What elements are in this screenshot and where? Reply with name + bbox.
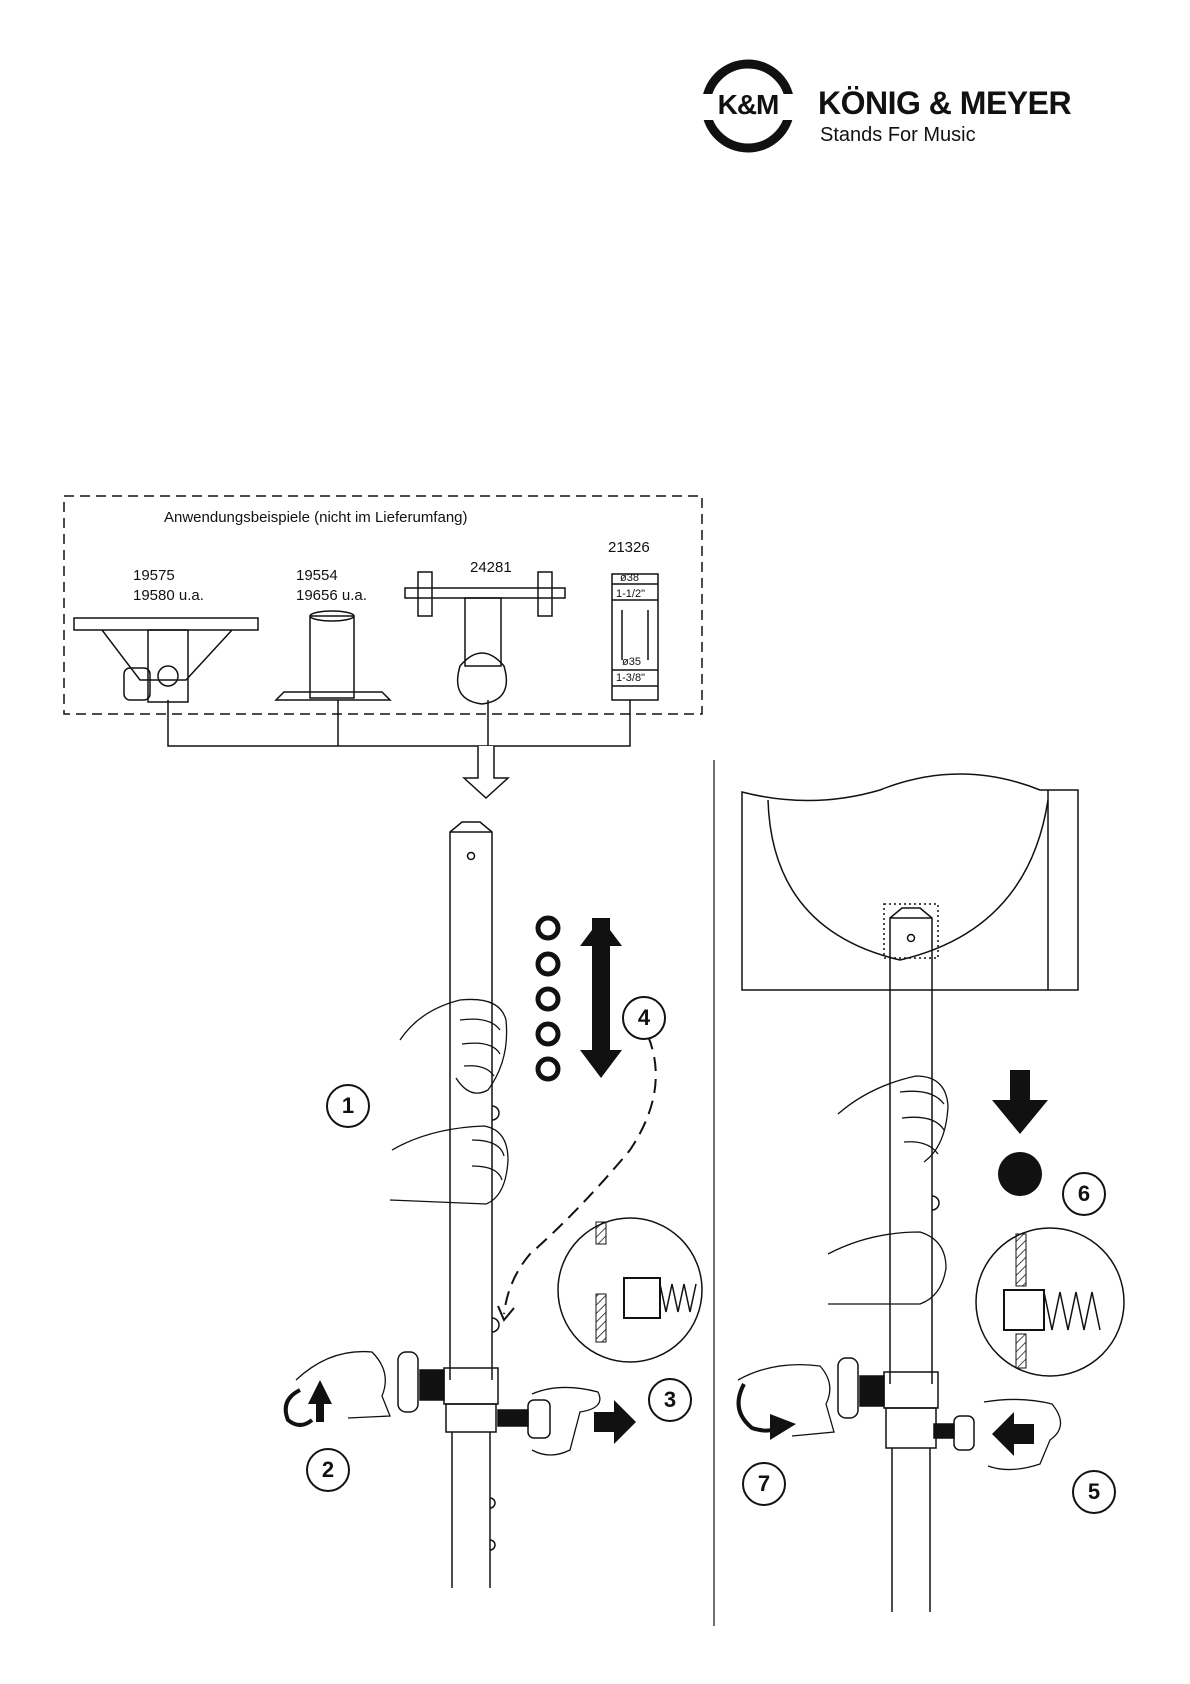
step-4-badge: 4 — [622, 996, 666, 1040]
hole-icon — [538, 918, 558, 1079]
dim-inch-35: 1-3/8" — [616, 668, 645, 688]
down-arrow-icon — [992, 1070, 1048, 1134]
hand-icon — [296, 999, 600, 1455]
example-tube-icon — [276, 611, 390, 700]
pull-arrow-icon — [594, 1400, 636, 1444]
example-3-number: 24281 — [470, 558, 512, 578]
step-3-badge: 3 — [648, 1378, 692, 1422]
hole-filled-icon — [998, 1152, 1042, 1196]
detail-magnifier-icon — [558, 1218, 702, 1362]
example-bracket-icon — [405, 572, 565, 704]
right-pole — [884, 904, 939, 1612]
step-1-badge: 1 — [326, 1084, 370, 1128]
step-2-badge: 2 — [306, 1448, 350, 1492]
step-5-badge: 5 — [1072, 1470, 1116, 1514]
example-1-note: 19580 u.a. — [133, 586, 204, 606]
example-2-number: 19554 — [296, 566, 338, 586]
left-clamp — [398, 1352, 550, 1438]
left-pole — [450, 822, 499, 1588]
example-flange-icon — [74, 618, 258, 702]
example-1-number: 19575 — [133, 566, 175, 586]
rotate-arrow-icon — [286, 1390, 312, 1425]
detail-magnifier-icon — [976, 1228, 1124, 1376]
step-6-badge: 6 — [1062, 1172, 1106, 1216]
right-clamp — [838, 1358, 974, 1450]
step-7-badge: 7 — [742, 1462, 786, 1506]
dim-inch-38: 1-1/2" — [616, 584, 645, 604]
examples-title: Anwendungsbeispiele (nicht im Lieferumfa… — [164, 508, 468, 528]
push-arrow-icon — [992, 1412, 1034, 1456]
insert-arrow-icon — [464, 746, 508, 798]
connector-line — [168, 700, 630, 746]
example-2-note: 19656 u.a. — [296, 586, 367, 606]
example-4-number: 21326 — [608, 538, 650, 558]
